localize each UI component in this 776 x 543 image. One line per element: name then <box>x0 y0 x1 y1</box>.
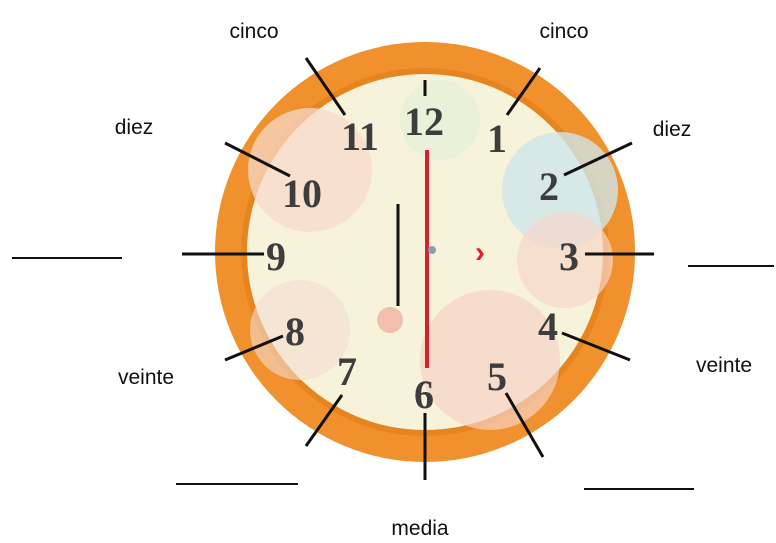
clock-number-2: 2 <box>539 164 559 209</box>
clock-number-6: 6 <box>414 372 434 417</box>
clock-number-11: 11 <box>341 114 379 159</box>
clock-number-7: 7 <box>337 349 357 394</box>
clock-number-4: 4 <box>538 304 558 349</box>
label-cinco-right: cinco <box>539 20 588 43</box>
face-decoration <box>377 307 403 333</box>
label-media: media <box>391 517 449 540</box>
label-veinte-left: veinte <box>118 366 174 389</box>
clock-number-10: 10 <box>282 171 322 216</box>
label-diez-left: diez <box>115 116 154 139</box>
label-cinco-left: cinco <box>229 20 278 43</box>
clock-number-9: 9 <box>266 234 286 279</box>
clock-number-12: 12 <box>404 99 444 144</box>
clock-center <box>428 246 436 254</box>
clock-number-1: 1 <box>487 116 507 161</box>
clock-number-8: 8 <box>285 309 305 354</box>
direction-marker: › <box>475 236 485 269</box>
clock-number-5: 5 <box>487 354 507 399</box>
clock-number-3: 3 <box>559 234 579 279</box>
label-veinte-right: veinte <box>696 354 752 377</box>
clock: 12 1 2 3 4 5 6 7 8 9 10 11 › <box>215 42 635 462</box>
label-diez-right: diez <box>653 118 692 141</box>
